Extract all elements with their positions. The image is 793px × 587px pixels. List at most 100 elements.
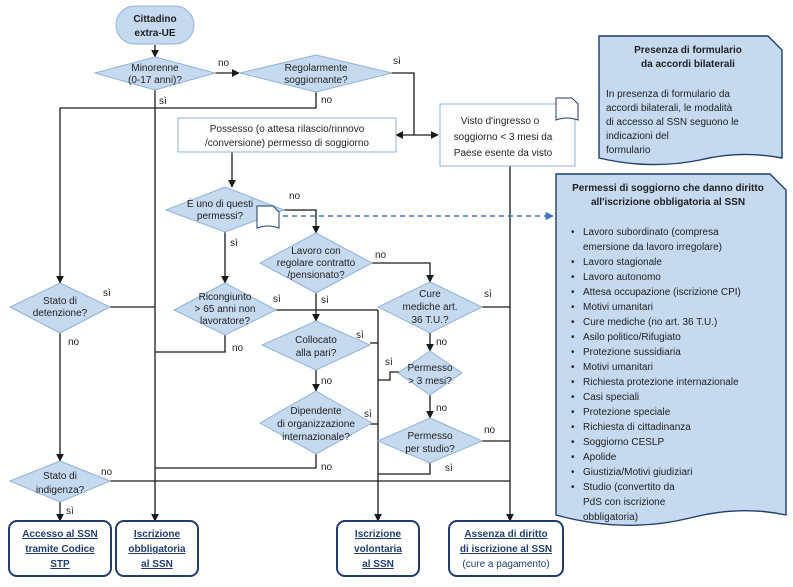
volontaria-text-2: volontaria (354, 544, 402, 555)
bilaterali-body-5: formulario (606, 145, 651, 156)
permessi-item-text: Attesa occupazione (iscrizione CPI) (583, 287, 741, 298)
permessi-bullet: • (571, 272, 575, 283)
assenza-subtext: (cure a pagamento) (462, 559, 549, 570)
assenza-text-2: di iscrizione al SSN (460, 544, 552, 555)
visto-box (439, 103, 576, 167)
label-regolarmente-si: sì (393, 56, 401, 67)
permessi-item-text: emersione da lavoro irregolare) (583, 242, 722, 253)
start-text-1: Cittadino (133, 14, 176, 25)
minorenne-diamond (93, 56, 217, 91)
document-icon-visto (555, 97, 579, 121)
indigenza-diamond (8, 460, 112, 503)
assenza-text-1: Assenza di diritto (464, 529, 547, 540)
edge-permesso3-si (378, 371, 400, 381)
collocato-text-2: alla pari? (296, 348, 337, 359)
dipendente-diamond (258, 390, 374, 455)
label-dipendente-si: sì (364, 409, 372, 420)
permessi-bullet: • (571, 377, 575, 388)
permessi-item-text: Asilo politico/Rifugiato (583, 332, 681, 343)
panel-bilaterali: Presenza di formulario da accordi bilate… (606, 45, 742, 156)
permesso3-diamond (397, 350, 463, 396)
bilaterali-body-2: accordi bilaterali, le modalità (606, 103, 733, 114)
panel-permessi: Permessi di soggiorno che danno diritto … (571, 183, 764, 523)
permessi-title-1: Permessi di soggiorno che danno diritto (572, 183, 764, 194)
volontaria-text-1: Iscrizione (355, 529, 402, 540)
lavoro-diamond (258, 232, 374, 294)
edge-euno-lavoro (284, 209, 320, 234)
permessi-item-text: Protezione speciale (583, 407, 671, 418)
bilaterali-body-3: di accesso al SSN seguono le (606, 117, 739, 128)
indigenza-text-1: Stato di (43, 471, 77, 482)
edge-studio-si (378, 463, 431, 475)
label-euno-no: no (289, 191, 301, 202)
outcome-volontaria-box (336, 520, 420, 577)
label-regolarmente-no: no (321, 95, 333, 106)
euno-diamond (164, 186, 286, 233)
permessi-item-text: obbligatoria) (583, 512, 638, 523)
label-euno-si: sì (230, 238, 238, 249)
node-texts: Cittadino extra-UE Minorenne (0-17 anni)… (33, 14, 553, 496)
euno-text-2: permessi? (197, 211, 244, 222)
permessi-item-text: Casi speciali (583, 392, 639, 403)
bilaterali-title-2: da accordi bilaterali (641, 59, 735, 70)
permessi-item-text: Giustizia/Motivi giudiziari (583, 467, 692, 478)
label-ricongiunto-no: no (232, 343, 244, 354)
possesso-box (177, 117, 397, 153)
obbligatoria-text-2: obbligatoria (128, 544, 186, 555)
connectors (56, 45, 514, 522)
bilaterali-body-4: indicazioni del (606, 131, 669, 142)
label-studio-no: no (484, 425, 496, 436)
permesso3-text-1: Permesso (407, 363, 452, 374)
detenzione-text-1: Stato di (43, 296, 77, 307)
visto-text-1: Visto d'ingresso o (461, 116, 540, 127)
label-minorenne-si: sì (159, 96, 167, 107)
lavoro-text-2: regolare contratto (277, 258, 356, 269)
label-lavoro-no: no (375, 250, 387, 261)
studio-text-1: Permesso (407, 431, 452, 442)
ricongiunto-text-3: lavoratore? (200, 316, 250, 327)
regolarmente-diamond (239, 54, 393, 93)
obbligatoria-text-3: al SSN (141, 559, 173, 570)
studio-text-2: per studio? (405, 444, 455, 455)
visto-text-2: soggiorno < 3 mesi da (454, 132, 553, 143)
permessi-item-text: Motivi umanitari (583, 362, 653, 373)
label-indigenza-no: no (101, 467, 113, 478)
obbligatoria-text-1: Iscrizione (134, 529, 181, 540)
indigenza-text-2: indigenza? (36, 485, 85, 496)
minorenne-text-2: (0-17 anni)? (128, 75, 182, 86)
permessi-bullet: • (571, 332, 575, 343)
dipendente-text-1: Dipendente (290, 406, 342, 417)
dipendente-text-2: di organizzazione (277, 419, 355, 430)
label-dipendente-no: no (321, 462, 333, 473)
edge-regolarmente-si (390, 72, 415, 135)
collocato-diamond (260, 320, 372, 371)
label-detenzione-no: no (68, 337, 80, 348)
permessi-bullet: • (571, 452, 575, 463)
label-minorenne-no: no (218, 58, 230, 69)
edge-ricongiunto-no (155, 335, 226, 353)
permessi-item-text: PdS con iscrizione (583, 497, 666, 508)
stp-text-1: Accesso al SSN (22, 529, 98, 540)
possesso-text-1: Possesso (o attesa rilascio/rinnovo (210, 124, 365, 135)
permessi-item-text: Lavoro stagionale (583, 257, 662, 268)
detenzione-diamond (8, 282, 112, 334)
regolarmente-text-1: Regolarmente (285, 63, 348, 74)
studio-diamond (376, 417, 484, 464)
label-detenzione-si: sì (103, 288, 111, 299)
cure-text-3: 36 T.U.? (411, 315, 448, 326)
permessi-item-text: Protezione sussidiaria (583, 347, 681, 358)
label-ricongiunto-si: sì (273, 294, 281, 305)
volontaria-text-3: al SSN (362, 559, 394, 570)
ricongiunto-text-1: Ricongiunto (199, 292, 252, 303)
label-collocato-si: sì (356, 330, 364, 341)
branch-labels: no sì sì no no sì no sì sì no sì no sì n… (66, 56, 496, 517)
permessi-bullet: • (571, 302, 575, 313)
permessi-bullet: • (571, 362, 575, 373)
visto-text-3: Paese esente da visto (454, 148, 553, 159)
shapes (8, 5, 787, 577)
label-permesso3-si: sì (385, 357, 393, 368)
permessi-bullet: • (571, 482, 575, 493)
stp-text-3: STP (50, 559, 70, 570)
